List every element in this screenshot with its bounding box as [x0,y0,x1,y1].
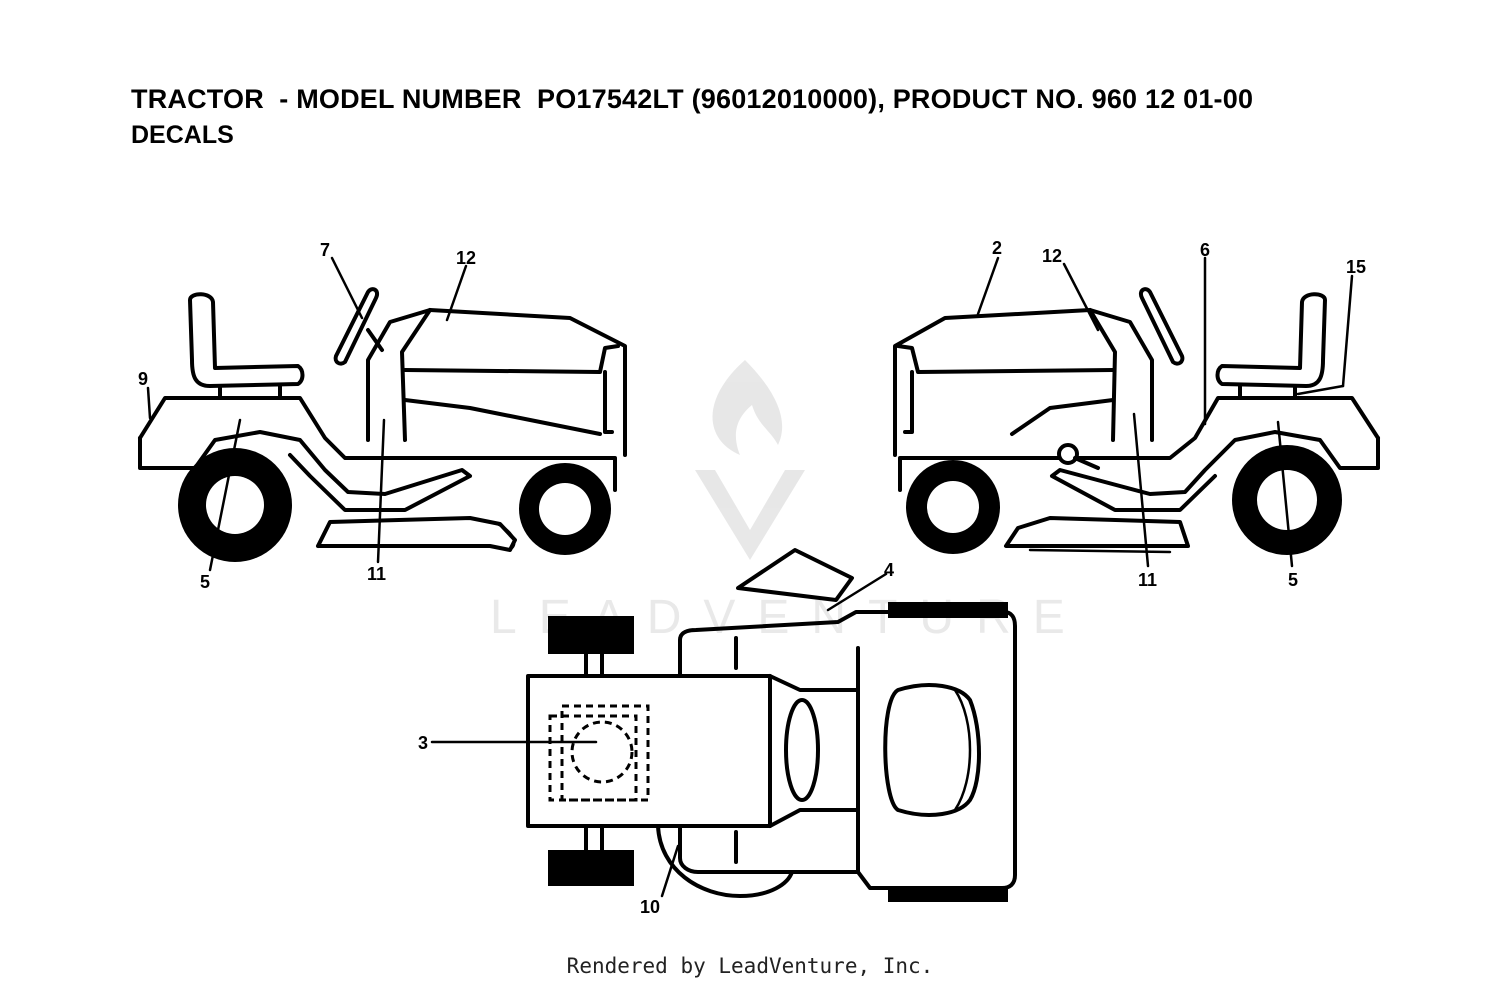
callout-6: 6 [1200,240,1210,260]
callout-4: 4 [884,560,894,580]
right-view-callouts: 2 12 6 15 11 5 [992,238,1366,590]
callout-3: 3 [418,733,428,753]
callout-7: 7 [320,240,330,260]
tractor-right-view [893,256,1380,568]
callout-5: 5 [200,572,210,592]
callout-2: 2 [992,238,1002,258]
tractor-top-view [430,548,1017,902]
page-title: TRACTOR - MODEL NUMBER PO17542LT (960120… [131,84,1254,114]
left-view-callouts: 7 12 9 5 11 [138,240,476,592]
tractor-left-view [138,256,627,572]
page-subtitle: DECALS [131,121,234,149]
top-view-callouts: 4 3 10 [418,560,894,917]
callout-12: 12 [1042,246,1062,266]
callout-12: 12 [456,248,476,268]
callout-15: 15 [1346,257,1366,277]
watermark-logo-icon [695,360,805,560]
callout-5: 5 [1288,570,1298,590]
footer-credit: Rendered by LeadVenture, Inc. [566,954,934,978]
callout-11: 11 [1138,570,1157,590]
callout-11: 11 [367,564,386,584]
callout-10: 10 [640,897,660,917]
callout-9: 9 [138,369,148,389]
